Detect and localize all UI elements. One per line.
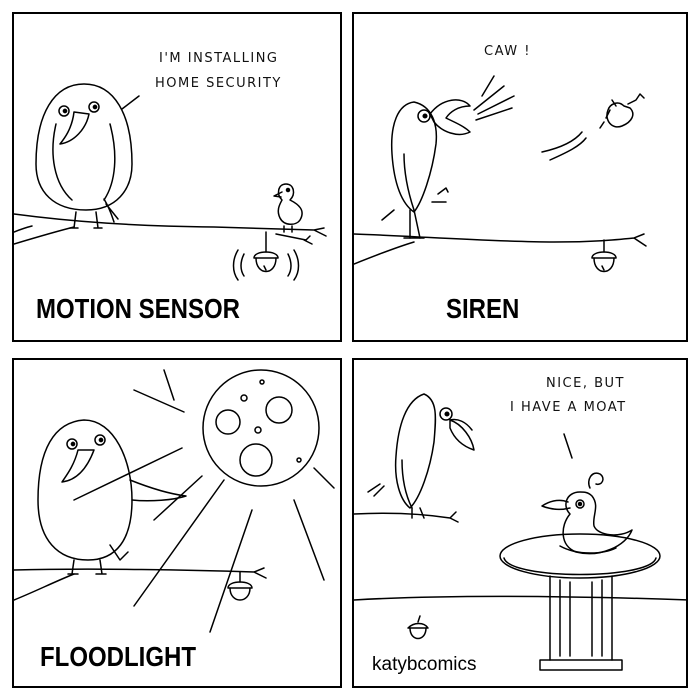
panel-3-drawing <box>14 369 335 633</box>
panel-1-drawing <box>14 83 327 281</box>
speech-line-2: I HAVE A MOAT <box>510 400 627 415</box>
branch <box>14 213 327 245</box>
panel-caption: SIREN <box>446 294 520 326</box>
branch <box>14 567 267 579</box>
comic-panel-2: CAW ! SIREN <box>352 12 688 342</box>
acorn-icon <box>407 615 429 640</box>
panel-caption: FLOODLIGHT <box>40 642 196 674</box>
birdbath-icon <box>499 533 661 671</box>
speech-line-1: NICE, BUT <box>546 376 625 391</box>
crow-icon <box>35 83 133 229</box>
comic-panel-3: FLOODLIGHT <box>12 358 342 688</box>
panel-caption: MOTION SENSOR <box>36 294 241 326</box>
signature: katybcomics <box>372 654 477 675</box>
branch <box>354 233 647 247</box>
acorn-icon <box>232 231 300 281</box>
small-bird-icon <box>599 93 645 129</box>
speech-line-1: I'M INSTALLING <box>159 51 279 66</box>
ground-line <box>354 595 686 601</box>
crow-icon <box>381 99 471 239</box>
branch <box>354 511 459 523</box>
speech-line-1: CAW ! <box>484 44 531 59</box>
panel-4-drawing <box>354 393 686 671</box>
crow-icon <box>367 393 475 519</box>
moon-icon <box>202 369 320 487</box>
panel-2-drawing <box>354 75 647 273</box>
small-bird-icon <box>273 183 313 245</box>
crow-icon <box>37 419 187 575</box>
acorn-icon <box>591 239 617 273</box>
duck-icon <box>541 472 633 555</box>
acorn-icon <box>227 571 253 601</box>
comic-panel-1: I'M INSTALLING HOME SECURITY MOTION SENS… <box>12 12 342 342</box>
speech-line-2: HOME SECURITY <box>155 76 282 91</box>
comic-panel-4: NICE, BUT I HAVE A MOAT katybcomics <box>352 358 688 688</box>
